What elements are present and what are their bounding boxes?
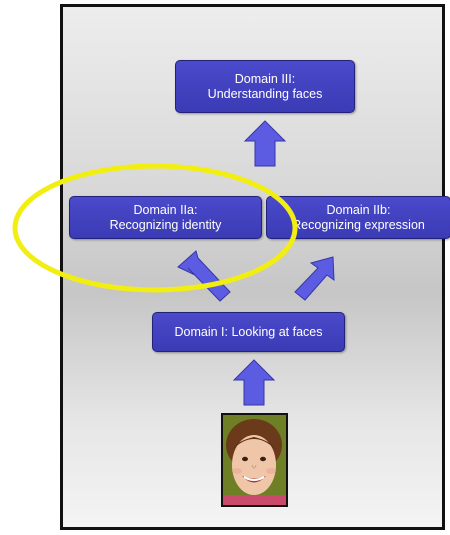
child-face-illustration [223, 415, 286, 505]
highlight-ellipse [12, 163, 298, 293]
arrow-up-icon [243, 120, 287, 167]
domain-iib-title: Domain IIb: [326, 202, 391, 217]
domain-iii-box: Domain III: Understanding faces [175, 60, 355, 113]
domain-iib-subtitle: Recognizing expression [292, 217, 425, 232]
domain-iia-subtitle: Recognizing identity [109, 217, 222, 232]
domain-i-box: Domain I: Looking at faces [152, 312, 345, 352]
arrow-up-left-icon [177, 250, 231, 302]
child-face-photo [221, 413, 288, 507]
domain-i-label: Domain I: Looking at faces [174, 324, 323, 339]
domain-iia-title: Domain IIa: [133, 202, 198, 217]
arrow-up-icon [232, 359, 276, 406]
arrow-up-right-icon [294, 256, 335, 301]
domain-iii-subtitle: Understanding faces [207, 86, 323, 101]
domain-iii-title: Domain III: [234, 71, 296, 86]
domain-iia-box: Domain IIa: Recognizing identity [69, 196, 262, 239]
